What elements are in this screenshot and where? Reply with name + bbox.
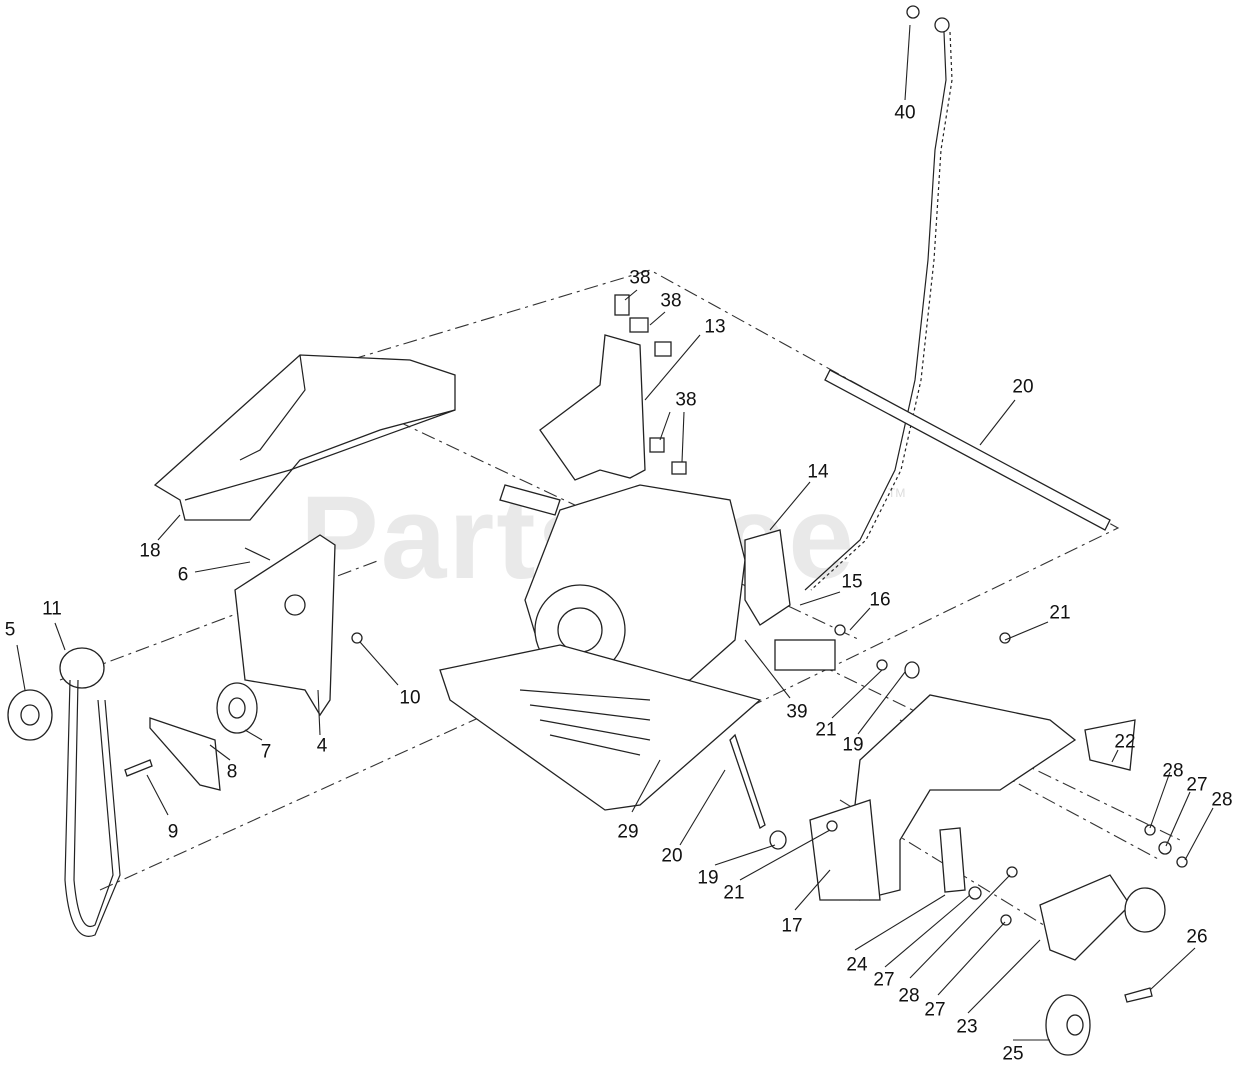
frame-17 [809, 694, 1136, 901]
bracket-8 [124, 717, 221, 791]
callout-38c: 38 [675, 389, 697, 411]
callout-17: 17 [781, 915, 803, 937]
callout-18: 18 [139, 540, 161, 562]
throttle-cable [804, 5, 953, 591]
plate-29 [439, 644, 762, 811]
callout-20b: 20 [661, 845, 683, 867]
callout-26: 26 [1186, 926, 1208, 948]
bracket-13 [539, 294, 687, 481]
callout-4: 4 [316, 735, 328, 757]
bracket-4 [234, 534, 336, 717]
watermark-tm: TM [888, 486, 906, 500]
callout-5: 5 [4, 619, 16, 641]
callout-6: 6 [177, 564, 189, 586]
callout-28a: 28 [1162, 760, 1184, 782]
callout-29: 29 [617, 821, 639, 843]
callout-23: 23 [956, 1016, 978, 1038]
pulleys [7, 647, 258, 937]
shaft-upper [824, 369, 1111, 531]
callout-11: 11 [42, 598, 62, 620]
callout-27a: 27 [1186, 774, 1208, 796]
callout-25: 25 [1002, 1043, 1024, 1065]
callout-28c: 28 [898, 985, 920, 1007]
callout-16: 16 [869, 589, 891, 611]
callout-39: 39 [786, 701, 808, 723]
callout-38a: 38 [629, 267, 651, 289]
callout-14: 14 [807, 461, 829, 483]
callout-10: 10 [399, 687, 421, 709]
callout-8: 8 [226, 761, 238, 783]
callout-38b: 38 [660, 290, 682, 312]
callout-21b: 21 [815, 719, 837, 741]
callout-40: 40 [894, 102, 916, 124]
callout-13: 13 [704, 316, 726, 338]
callout-20a: 20 [1012, 376, 1034, 398]
callout-22: 22 [1114, 731, 1136, 753]
callout-21c: 21 [723, 882, 745, 904]
frame-18 [153, 354, 456, 521]
callout-7: 7 [260, 741, 272, 763]
callout-21a: 21 [1049, 602, 1071, 624]
callout-15: 15 [841, 571, 863, 593]
callout-19b: 19 [697, 867, 719, 889]
fasteners [351, 624, 1188, 926]
callout-28b: 28 [1211, 789, 1233, 811]
callout-27c: 27 [924, 999, 946, 1021]
idler-assembly [1039, 874, 1166, 1056]
callout-9: 9 [167, 821, 179, 843]
callout-19a: 19 [842, 734, 864, 756]
callout-27b: 27 [873, 969, 895, 991]
callout-24: 24 [846, 954, 868, 976]
leader-lines [16, 24, 1214, 1041]
